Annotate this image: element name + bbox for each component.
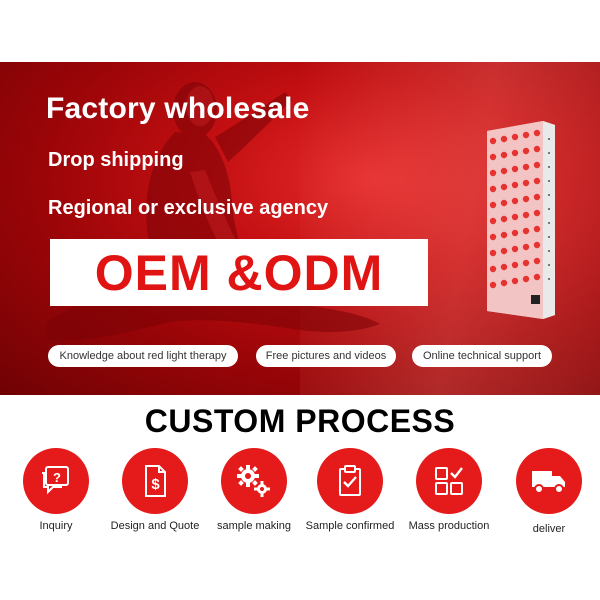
step-label: Design and Quote: [110, 520, 200, 532]
subline-agency: Regional or exclusive agency: [48, 197, 329, 219]
red-light-panel-image: [487, 121, 555, 319]
pill-tech-support: Online technical support: [412, 345, 552, 367]
oem-odm-text: OEM &ODM: [94, 244, 384, 301]
hero-banner: Factory wholesale Drop shipping Regional…: [0, 62, 600, 395]
step-circle: [221, 448, 287, 514]
step-circle: ?: [23, 448, 89, 514]
step-circle: [317, 448, 383, 514]
step-circle: $: [122, 448, 188, 514]
svg-text:$: $: [151, 476, 160, 493]
process-title: CUSTOM PROCESS: [144, 403, 456, 439]
process-step-deliver: deliver: [500, 448, 598, 535]
gears-icon: [237, 465, 270, 497]
step-label: sample making: [217, 520, 291, 532]
pill-free-media: Free pictures and videos: [256, 345, 396, 367]
headline: Factory wholesale: [46, 92, 310, 125]
dollar-document-icon: $: [145, 465, 166, 497]
clipboard-check-icon: [339, 465, 361, 496]
process-step-mass-production: Mass production: [400, 448, 498, 532]
step-label: Inquiry: [39, 520, 73, 532]
process-step-design-quote: $ Design and Quote: [106, 448, 204, 532]
oem-odm-box: OEM &ODM: [50, 239, 428, 306]
process-step-sample-making: sample making: [205, 448, 303, 532]
svg-text:?: ?: [53, 470, 61, 485]
step-label: Mass production: [408, 520, 490, 532]
step-circle: [516, 448, 582, 514]
step-label: deliver: [532, 523, 566, 535]
pill-knowledge: Knowledge about red light therapy: [48, 345, 238, 367]
subline-drop-shipping: Drop shipping: [48, 149, 184, 171]
truck-icon: [532, 471, 565, 494]
chat-question-icon: ?: [42, 466, 69, 495]
top-margin: [0, 0, 600, 62]
grid-check-icon: [435, 467, 463, 495]
process-step-sample-confirmed: Sample confirmed: [301, 448, 399, 532]
step-label: Sample confirmed: [305, 520, 395, 532]
step-circle: [416, 448, 482, 514]
process-step-inquiry: ? Inquiry: [7, 448, 105, 532]
